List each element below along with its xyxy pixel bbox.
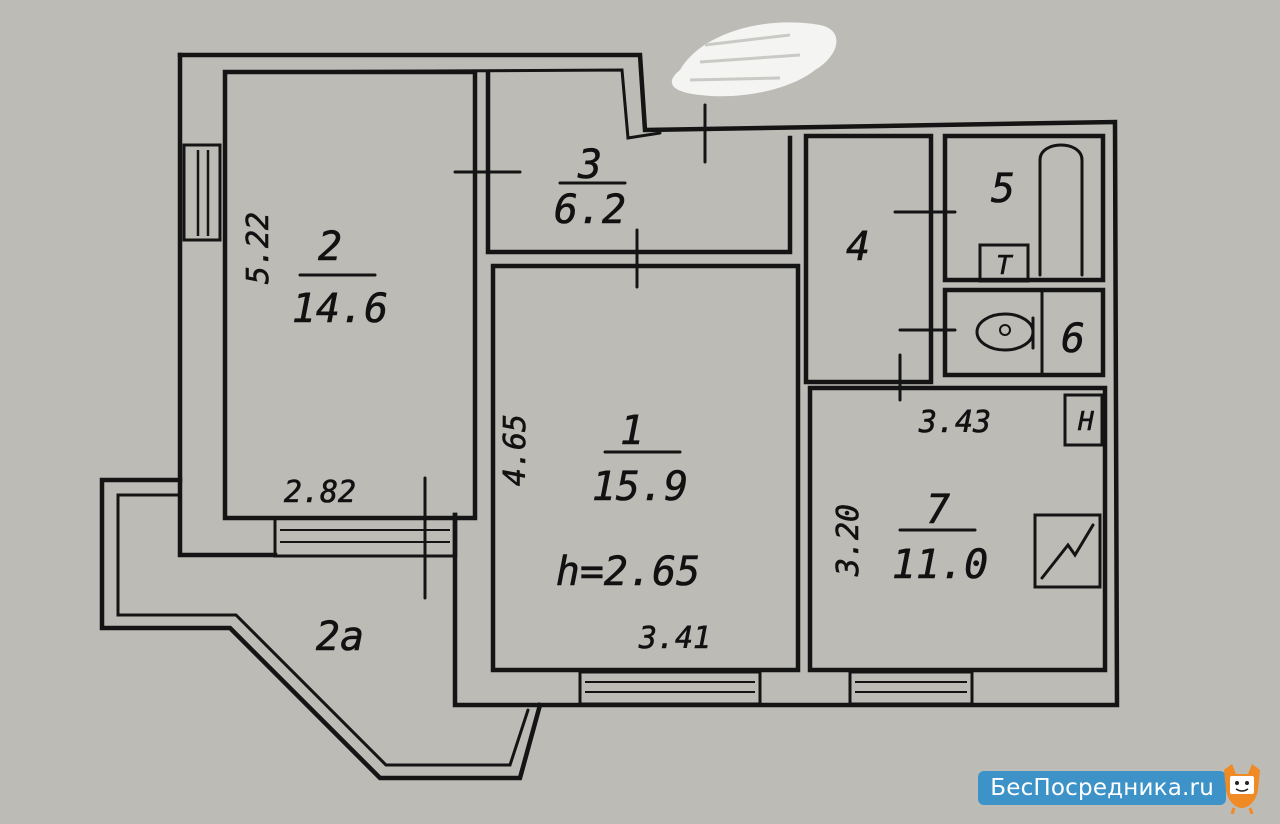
room-2-area: 14.6 <box>292 286 388 332</box>
room-4-number: 4 <box>846 224 870 270</box>
dim-room7-width: 3.43 <box>918 405 991 440</box>
door-marks <box>423 103 957 600</box>
window-left <box>182 143 222 242</box>
balcony-2a-number: 2a <box>316 614 364 660</box>
scribble-blot <box>671 22 837 97</box>
room-7-number: 7 <box>926 487 950 533</box>
room-1-outline <box>490 263 801 673</box>
toilet-t-symbol: T <box>996 251 1013 281</box>
window-bottom-room2 <box>273 516 457 558</box>
room-3-area: 6.2 <box>554 187 626 233</box>
fox-logo-icon <box>1224 764 1260 814</box>
watermark: БесПосредника.ru <box>978 762 1266 814</box>
ceiling-height: h=2.65 <box>556 549 701 595</box>
room-1-number: 1 <box>620 408 644 454</box>
watermark-label: БесПосредника.ru <box>978 771 1226 805</box>
dim-room2-width: 2.82 <box>284 475 356 510</box>
window-bottom-room7 <box>848 670 974 706</box>
room-5-number: 5 <box>991 166 1015 212</box>
watermark-text: БесПосредника <box>990 775 1183 801</box>
dim-room1-height: 4.65 <box>498 414 533 486</box>
window-bottom-room1 <box>578 670 762 706</box>
balcony-2a-outline <box>99 477 543 781</box>
room-3-outline <box>473 69 793 517</box>
room-7-outline <box>807 385 1108 673</box>
dim-room2-height: 5.22 <box>241 212 276 284</box>
room-6-number: 6 <box>1061 316 1085 362</box>
room-1-area: 15.9 <box>592 464 688 510</box>
outer-walls <box>177 52 1120 708</box>
room-5-outline <box>942 133 1106 283</box>
room-3-number: 3 <box>577 142 602 188</box>
dim-room7-height: 3.20 <box>831 504 866 577</box>
watermark-suffix: .ru <box>1182 775 1214 801</box>
radiator-h-symbol: H <box>1077 407 1094 437</box>
room-6-outline <box>942 287 1106 378</box>
dim-room1-width: 3.41 <box>638 621 711 656</box>
room-4-outline <box>803 133 934 385</box>
room-2-number: 2 <box>318 224 342 270</box>
room-7-area: 11.0 <box>892 542 988 588</box>
